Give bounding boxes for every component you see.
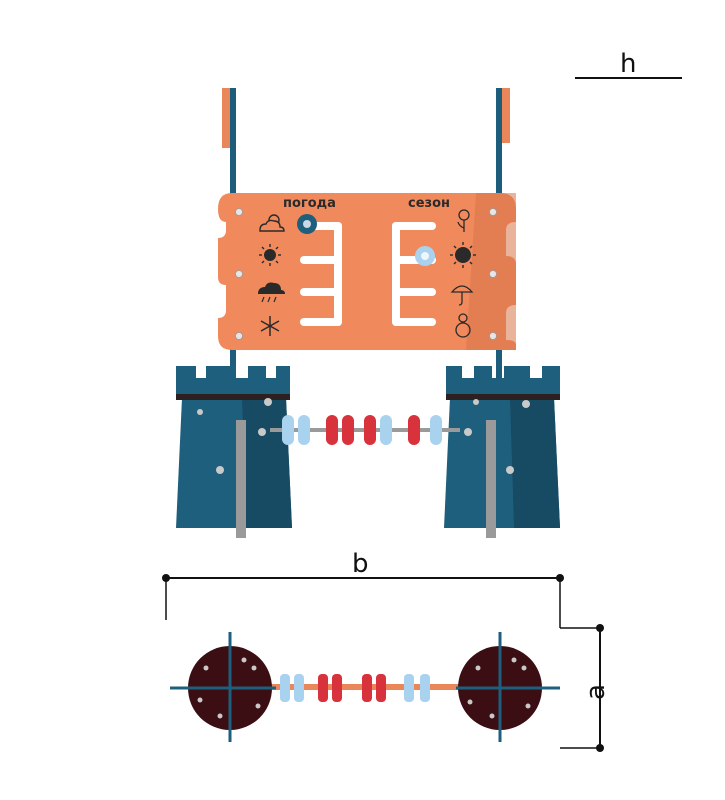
left-tower [176, 366, 292, 538]
right-tower [444, 366, 560, 538]
rain-cloud-icon [258, 282, 285, 303]
bead[interactable] [332, 674, 342, 702]
weather-slider-knob[interactable] [297, 214, 317, 234]
front-bead-abacus [270, 415, 460, 445]
bead[interactable] [376, 674, 386, 702]
depth-dimension: a [560, 624, 611, 752]
top-view-beads [280, 674, 430, 702]
bead[interactable] [430, 415, 442, 445]
b-label: b [352, 549, 369, 579]
bead[interactable] [380, 415, 392, 445]
umbrella-icon [450, 285, 474, 306]
top-view-crossbars [186, 632, 546, 742]
snowman-icon [455, 313, 471, 338]
weather-label: погода [283, 196, 336, 211]
activity-panel: погода сезон [218, 193, 516, 350]
bead[interactable] [282, 415, 294, 445]
bead[interactable] [298, 415, 310, 445]
panel-board [218, 193, 516, 350]
a-endpoint-top [596, 624, 604, 632]
panel-bolts [235, 208, 497, 340]
right-tower-ledge [446, 394, 560, 400]
right-pole-cap [500, 88, 510, 143]
left-tower-ledge [176, 394, 290, 400]
weather-slot-track [300, 222, 342, 326]
bead[interactable] [408, 415, 420, 445]
season-slider-knob[interactable] [415, 246, 435, 266]
right-tower-shade [510, 398, 560, 528]
season-label: сезон [408, 196, 450, 211]
bead[interactable] [420, 674, 430, 702]
right-tower-bolts [464, 399, 530, 474]
flower-icon [457, 209, 470, 232]
bead[interactable] [362, 674, 372, 702]
bead[interactable] [318, 674, 328, 702]
a-endpoint-bottom [596, 744, 604, 752]
bead[interactable] [342, 415, 354, 445]
h-label: h [620, 49, 636, 79]
left-tower-post [236, 420, 246, 538]
width-dimension: b [162, 549, 564, 628]
height-dimension: h [575, 49, 682, 79]
right-tower-post [486, 420, 496, 538]
snowflake-icon [260, 316, 280, 336]
front-view: погода сезон [176, 88, 560, 538]
sun-icon [259, 244, 281, 266]
bead[interactable] [280, 674, 290, 702]
top-view [170, 632, 560, 742]
left-pole-cap [222, 88, 232, 148]
left-tower-bolts [197, 398, 272, 474]
cloud-sun-icon [259, 214, 285, 232]
bead[interactable] [326, 415, 338, 445]
summer-sun-icon [450, 242, 476, 268]
bead[interactable] [404, 674, 414, 702]
bead[interactable] [294, 674, 304, 702]
a-label: a [581, 684, 611, 700]
bead[interactable] [364, 415, 376, 445]
